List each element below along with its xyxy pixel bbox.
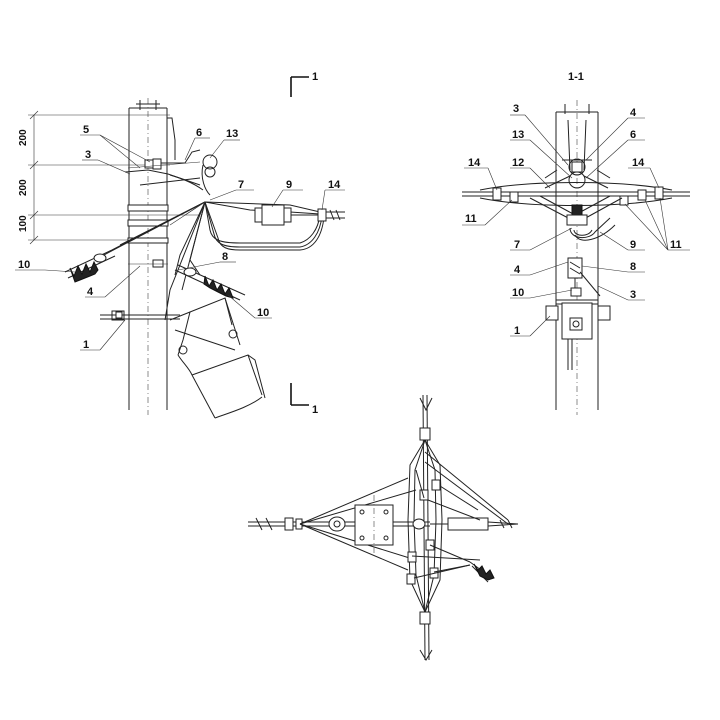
dimension-200-top: 200: [18, 129, 29, 146]
section-label-bottom: 1: [312, 404, 318, 416]
section-connector: [566, 204, 616, 241]
section-label-10: 10: [512, 287, 524, 299]
section-label-13: 13: [512, 129, 524, 141]
support-arm: [169, 297, 266, 419]
side-label-7: 7: [238, 179, 244, 191]
section-marker-top: 1: [290, 71, 318, 97]
mounting-bracket: [100, 310, 180, 321]
side-label-14: 14: [328, 179, 341, 191]
plan-center-plate: [328, 495, 519, 555]
plan-view: [248, 394, 519, 661]
tensioner-right: [174, 264, 246, 301]
side-label-13: 13: [226, 128, 238, 140]
tensioner-left: [64, 249, 116, 283]
section-label-7: 7: [514, 239, 520, 251]
section-leaders: 3 4 13 6 14 12 14 11 7: [462, 103, 690, 337]
section-label-6: 6: [630, 129, 636, 141]
section-top-hardware: [544, 119, 611, 189]
horizontal-cables: [462, 175, 690, 221]
side-leaders: 5 6 13 3 7 9 14 10 4: [15, 124, 345, 351]
section-label-11-left: 11: [465, 213, 477, 225]
plan-vertical-cable: [407, 394, 443, 661]
section-label-3-bottom: 3: [630, 289, 636, 301]
dimension-100: 100: [18, 215, 29, 232]
dimension-chain: 200 200 100: [18, 110, 200, 245]
section-lower-hardware: [545, 257, 611, 370]
section-label-11-right: 11: [670, 239, 682, 251]
pole-bands: [127, 204, 169, 268]
section-view: 1-1: [462, 71, 690, 415]
cable-end-right: [317, 208, 345, 222]
sleeve-connector: [254, 204, 320, 226]
dimension-200-middle: 200: [18, 179, 29, 196]
side-label-1: 1: [83, 339, 89, 351]
section-marker-bottom: 1: [290, 383, 318, 416]
side-label-10-left: 10: [18, 259, 30, 271]
side-label-6: 6: [196, 127, 202, 139]
section-label-3-top: 3: [513, 103, 519, 115]
section-label-9: 9: [630, 239, 636, 251]
side-label-4: 4: [87, 286, 94, 298]
top-hardware: [124, 117, 218, 196]
section-label-12: 12: [512, 157, 524, 169]
side-label-5: 5: [83, 124, 89, 136]
section-label-1: 1: [514, 325, 520, 337]
plan-radial-fittings: [406, 451, 509, 585]
side-label-9: 9: [286, 179, 292, 191]
section-title: 1-1: [568, 71, 584, 83]
side-label-8: 8: [222, 251, 228, 263]
side-view: 200 200 100: [15, 71, 345, 419]
section-label-top: 1: [312, 71, 318, 83]
side-label-3: 3: [85, 149, 91, 161]
section-label-4-top: 4: [630, 107, 637, 119]
section-label-4-bottom: 4: [514, 264, 521, 276]
section-label-8: 8: [630, 261, 636, 273]
section-label-14-left: 14: [468, 157, 481, 169]
side-label-10-right: 10: [257, 307, 269, 319]
pole-left: [128, 98, 168, 415]
section-label-14-right: 14: [632, 157, 645, 169]
